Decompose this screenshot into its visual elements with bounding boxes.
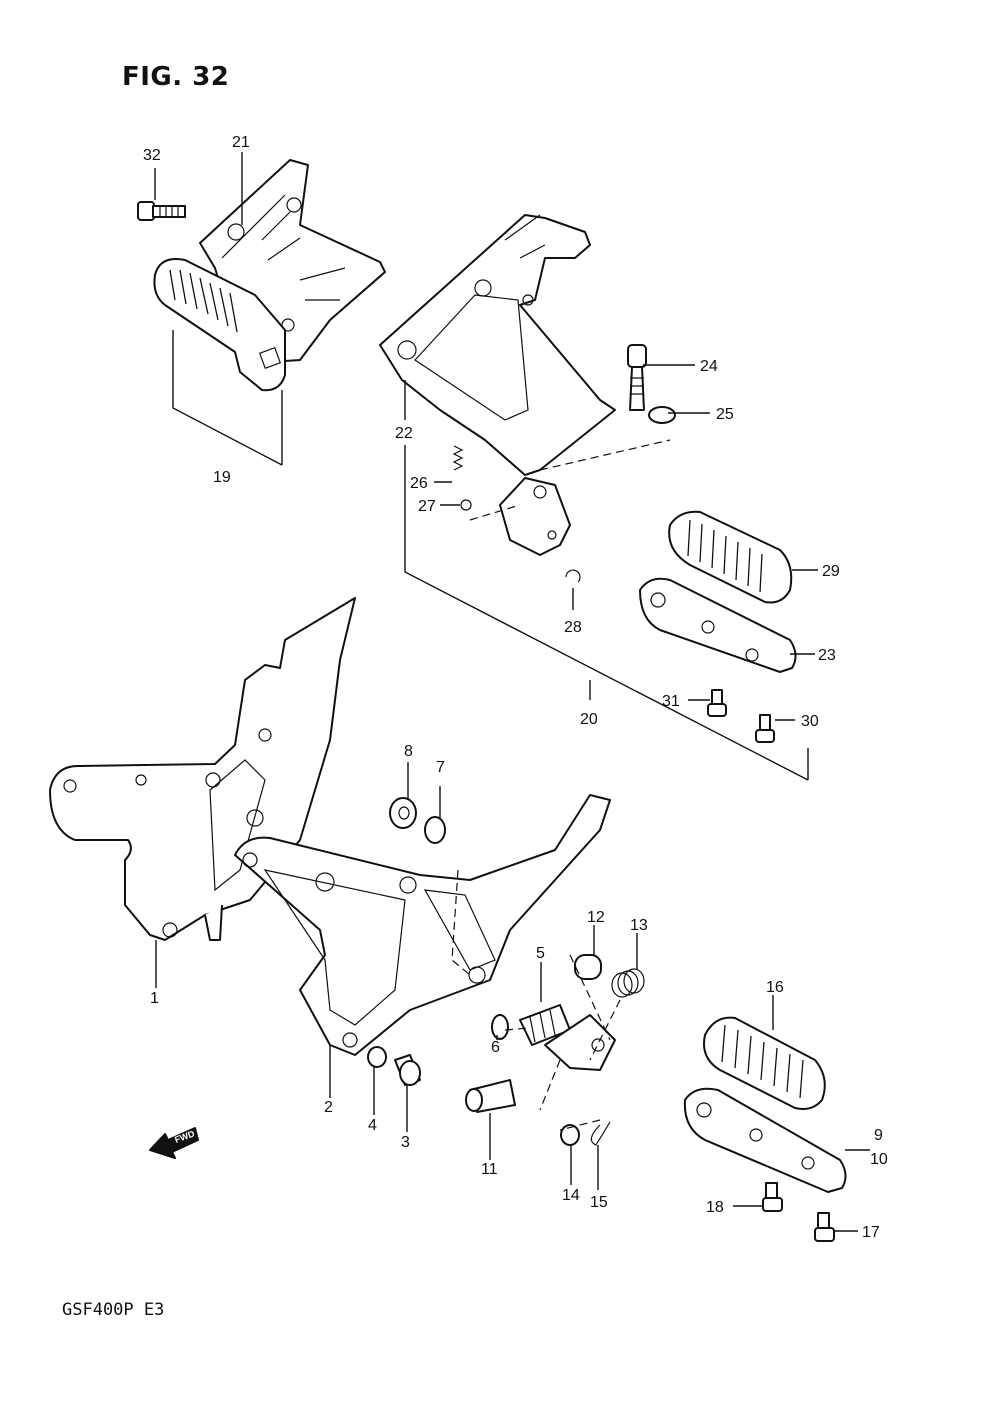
callout-24: 24 (700, 358, 718, 375)
callout-31: 31 (662, 693, 680, 710)
callout-25: 25 (716, 406, 734, 423)
spring-26 (452, 445, 464, 471)
callout-5: 5 (536, 945, 545, 962)
callout-10: 10 (870, 1151, 888, 1168)
callout-30: 30 (801, 713, 819, 730)
footpeg-19 (153, 258, 286, 392)
bolt-3 (394, 1054, 421, 1086)
spring-13 (611, 968, 645, 998)
footpeg-9-10 (683, 1087, 847, 1193)
leader-lines (154, 152, 870, 1232)
pivot-shaft-5 (519, 1004, 616, 1071)
clip-28 (565, 569, 581, 583)
callout-14: 14 (562, 1187, 580, 1204)
figure-title: FIG. 32 (122, 62, 230, 92)
washer-7 (424, 816, 446, 844)
callout-numbers: 32 21 19 22 24 25 26 27 28 29 23 20 31 3… (143, 134, 888, 1241)
callout-26: 26 (410, 475, 428, 492)
callout-32: 32 (143, 147, 161, 164)
callout-1: 1 (150, 990, 159, 1007)
pin-11 (465, 1079, 516, 1113)
bolt-17 (814, 1212, 835, 1242)
callout-13: 13 (630, 917, 648, 934)
callout-16: 16 (766, 979, 784, 996)
bolt-32 (137, 201, 186, 221)
footpeg-23 (639, 577, 797, 673)
callout-11: 11 (481, 1161, 498, 1178)
footpeg-rubber-16 (703, 1016, 826, 1110)
callout-15: 15 (590, 1194, 608, 1211)
model-code: GSF400P E3 (62, 1300, 165, 1320)
bolt-31 (707, 689, 727, 717)
callout-18: 18 (706, 1199, 724, 1216)
rear-bracket-22 (379, 214, 616, 583)
footpeg-rubber-29 (668, 510, 793, 604)
ball-27 (460, 499, 472, 511)
washer-4 (367, 1046, 387, 1068)
cotter-pin-15 (590, 1121, 611, 1146)
callout-3: 3 (401, 1134, 410, 1151)
callout-29: 29 (822, 563, 840, 580)
callout-2: 2 (324, 1099, 333, 1116)
callout-8: 8 (404, 743, 413, 760)
callout-27: 27 (418, 498, 436, 515)
callout-20: 20 (580, 711, 598, 728)
front-bracket-2 (234, 794, 611, 1056)
bolt-18 (762, 1182, 783, 1212)
washer-14 (560, 1124, 580, 1146)
callout-21: 21 (232, 134, 250, 151)
forward-direction-arrow: FWD (149, 1127, 199, 1159)
callout-23: 23 (818, 647, 836, 664)
bolt-24 (627, 344, 647, 411)
callout-12: 12 (587, 909, 605, 926)
washer-6 (491, 1014, 509, 1040)
callout-17: 17 (862, 1224, 880, 1241)
callout-7: 7 (436, 759, 445, 776)
bolt-30 (755, 714, 775, 743)
callout-22: 22 (395, 425, 413, 442)
callout-4: 4 (368, 1117, 377, 1134)
nut-8 (389, 797, 417, 829)
callout-6: 6 (491, 1039, 500, 1056)
washer-25 (648, 406, 676, 424)
callout-9: 9 (874, 1127, 883, 1144)
rear-footrest-assembly-left (137, 159, 386, 392)
callout-28: 28 (564, 619, 582, 636)
collar-12 (574, 954, 602, 980)
callout-19: 19 (213, 469, 231, 486)
